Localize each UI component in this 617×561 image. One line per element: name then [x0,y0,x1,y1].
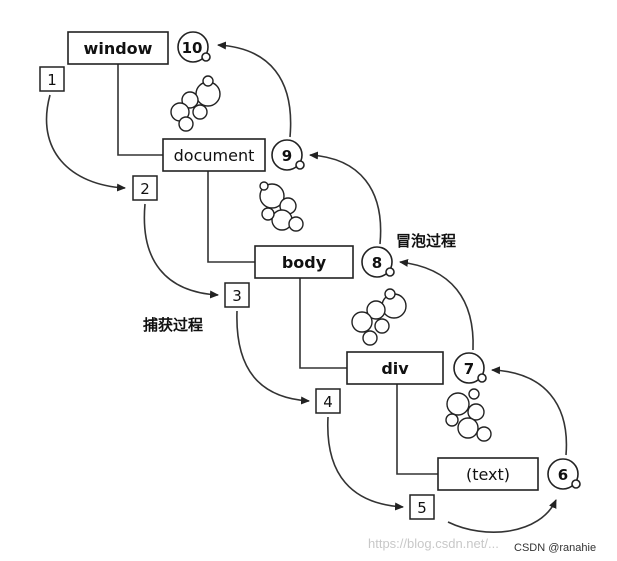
capture-arrow-4-5 [327,416,404,511]
bubble-step-6-label: 6 [558,466,568,484]
bubble-arrows [217,41,568,456]
bubble-step-9: 9 [271,139,305,171]
capture-step-5-label: 5 [417,499,427,517]
capture-step-3-label: 3 [232,287,242,305]
capture-arrow-1-2 [45,94,126,192]
node-body-label: body [282,253,327,272]
bubble-step-10: 10 [177,31,211,63]
node-window-label: window [84,39,153,58]
capture-arrow-3-4 [236,310,310,405]
bubble-cluster-icon [445,388,492,442]
watermark-url: https://blog.csdn.net/... [368,536,499,551]
bubble-arrow-7-8 [399,258,474,351]
capture-arrow-2-3 [143,203,219,299]
bubble-cluster-icon [351,288,407,346]
bubble-step-9-label: 9 [282,147,292,165]
node-div-label: div [381,359,409,378]
capture-step-4: 4 [315,388,341,414]
bubble-phase-label: 冒泡过程 [396,232,456,250]
node-text-label: (text) [466,465,510,484]
bubble-step-7-label: 7 [464,360,474,378]
node-document-label: document [174,146,255,165]
node-div: div [346,351,444,385]
node-document: document [162,138,266,172]
bubble-step-6: 6 [547,458,581,490]
capture-step-5: 5 [409,494,435,520]
bubble-arrow-6-7 [491,366,568,456]
capture-step-2: 2 [132,175,158,201]
capture-arrow-5-6 [447,499,557,533]
node-text: (text) [437,457,539,491]
node-window: window [67,31,169,65]
capture-arrows [45,94,557,533]
watermark-credit: CSDN @ranahie [514,542,596,554]
node-body: body [254,245,354,279]
capture-step-4-label: 4 [323,393,333,411]
tree-connectors [117,63,438,475]
capture-step-2-label: 2 [140,180,150,198]
bubble-cluster-icon [259,181,304,232]
bubble-step-8: 8 [361,246,395,278]
bubble-cluster-icon [170,75,221,132]
bubble-step-7: 7 [453,352,487,384]
bubble-arrow-9-10 [217,41,292,138]
bubble-arrow-8-9 [309,151,382,245]
bubble-step-8-label: 8 [372,254,382,272]
bubble-step-10-label: 10 [182,39,203,57]
capture-phase-label: 捕获过程 [143,316,203,334]
capture-step-1: 1 [39,66,65,92]
capture-step-1-label: 1 [47,71,57,89]
capture-step-3: 3 [224,282,250,308]
